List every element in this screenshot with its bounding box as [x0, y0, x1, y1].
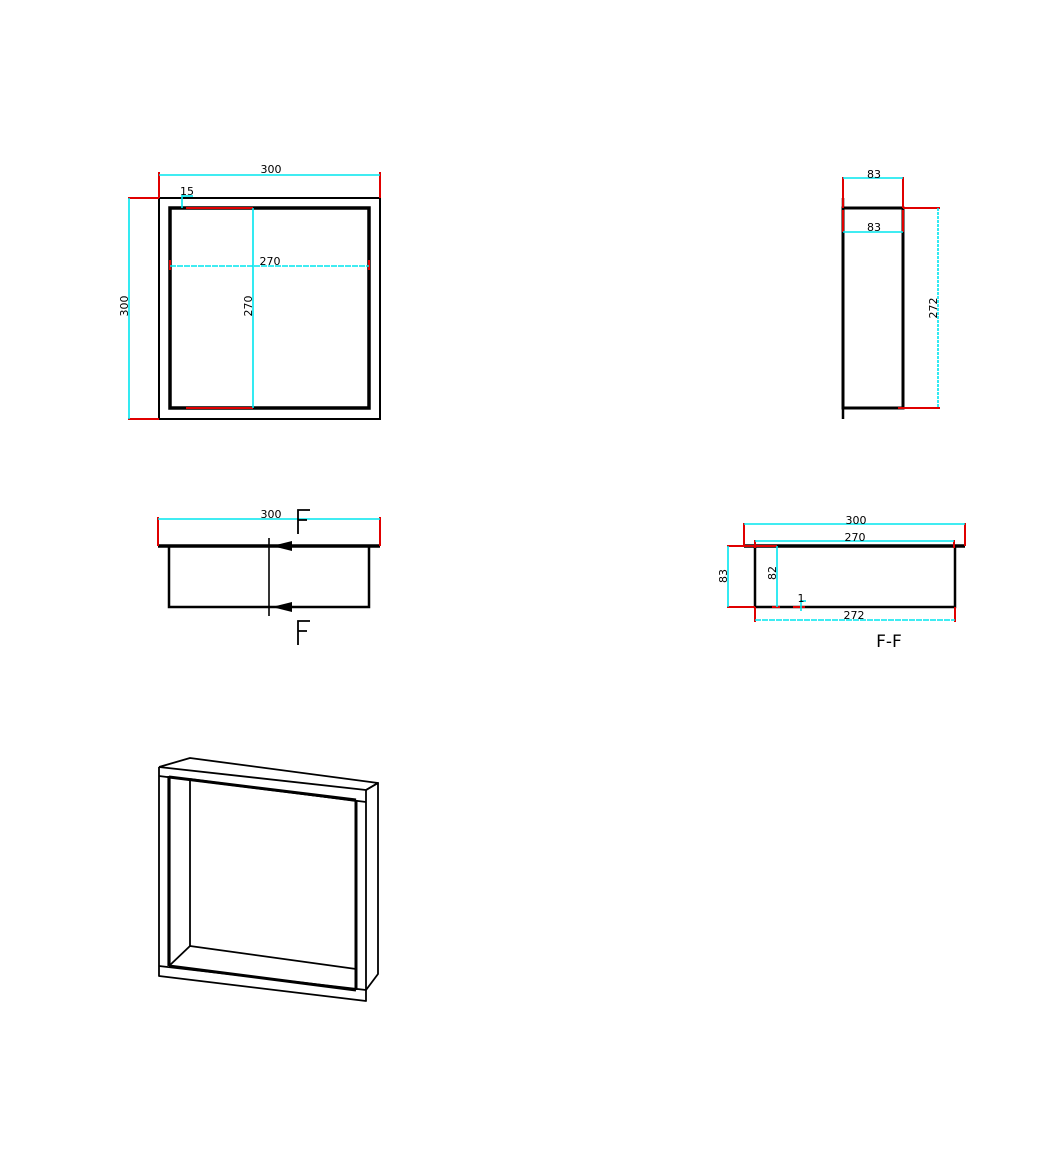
dim-front-inner-height: 270 — [242, 296, 255, 317]
dim-side-depth-outer: 83 — [867, 168, 881, 181]
section-arrow-bottom-icon — [272, 602, 292, 612]
dim-section-overall-width: 300 — [846, 514, 867, 527]
dim-front-overall-width: 300 — [261, 163, 282, 176]
section-marker-f-bottom-icon — [297, 620, 310, 645]
dim-front-overall-height: 300 — [118, 296, 131, 317]
section-ff-view: 300 270 83 82 1 272 F-F — [717, 514, 966, 652]
front-flange-outline — [158, 197, 381, 420]
section-marker-f-top-icon — [297, 509, 310, 534]
dim-section-box-width: 272 — [844, 609, 865, 622]
side-view: 83 83 272 — [841, 168, 940, 419]
dim-side-depth-inner: 83 — [867, 221, 881, 234]
dim-front-inner-width: 270 — [260, 255, 281, 268]
dim-section-wall-thickness: 1 — [798, 592, 805, 605]
front-inner-box — [168, 206, 371, 410]
isometric-view — [158, 757, 379, 1002]
top-view: 300 — [157, 508, 381, 645]
dim-section-inner-width: 270 — [845, 531, 866, 544]
dim-section-depth-inner: 82 — [766, 566, 779, 580]
front-view: 300 15 270 300 270 — [118, 163, 381, 420]
section-label: F-F — [876, 632, 902, 652]
dim-front-flange: 15 — [180, 185, 194, 198]
dim-section-depth-outer: 83 — [717, 569, 730, 583]
dim-side-height: 272 — [927, 298, 940, 319]
dim-top-overall-width: 300 — [261, 508, 282, 521]
section-arrow-top-icon — [272, 541, 292, 551]
